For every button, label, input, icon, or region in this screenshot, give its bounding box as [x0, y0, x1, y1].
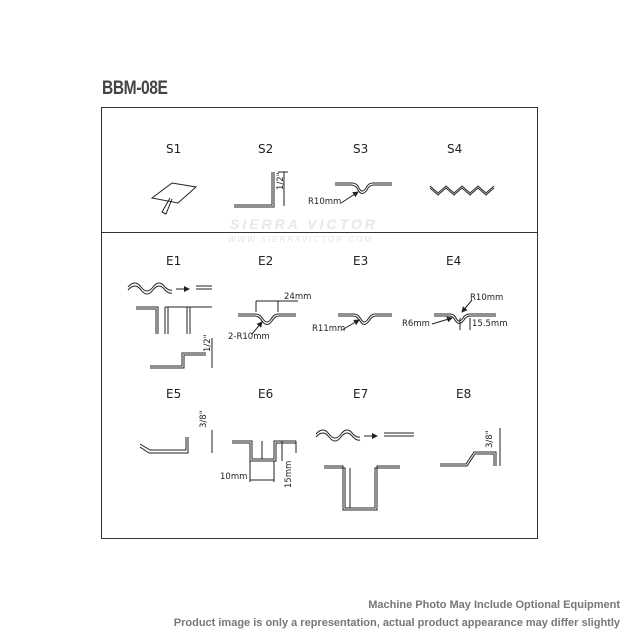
profile-s3: [335, 182, 392, 204]
dim-e6-width: 10mm: [220, 472, 248, 482]
profile-e8: [440, 428, 501, 467]
footer-disclaimer: Product image is only a representation, …: [173, 617, 620, 629]
model-title: BBM-08E: [102, 78, 168, 99]
section-divider: [101, 232, 538, 233]
profile-s2: [234, 171, 288, 208]
label-e3: E3: [353, 254, 369, 268]
label-e8: E8: [456, 387, 472, 401]
watermark-brand: SIERRA VICTOR: [230, 216, 378, 232]
dim-s2-height: 1/2": [276, 172, 286, 190]
dim-e5-height: 3/8": [199, 410, 209, 428]
dim-e4-radius: R10mm: [470, 293, 504, 303]
label-s2: S2: [258, 142, 274, 156]
label-s3: S3: [353, 142, 369, 156]
label-e7: E7: [353, 387, 369, 401]
label-e6: E6: [258, 387, 274, 401]
dim-e3-radius: R11mm: [312, 324, 346, 334]
footer-equipment-note: Machine Photo May Include Optional Equip…: [368, 599, 620, 611]
label-e5: E5: [166, 387, 182, 401]
dim-e2-width: 24mm: [284, 292, 312, 302]
profile-e3: [338, 313, 392, 331]
dim-e4-offset: 15.5mm: [472, 319, 508, 329]
dim-e1-height: 1/2": [203, 334, 213, 352]
dim-e4-left-radius: R6mm: [402, 319, 430, 329]
profile-e1: [127, 282, 213, 369]
label-s4: S4: [447, 142, 463, 156]
label-e1: E1: [166, 254, 182, 268]
profile-e4: [431, 299, 496, 330]
profile-diagram-panel: [101, 107, 538, 539]
dim-s3-radius: R10mm: [308, 197, 342, 207]
profile-s1: [150, 182, 198, 215]
dim-e2-radius: 2-R10mm: [228, 332, 270, 342]
profile-e2: [238, 300, 298, 335]
label-e4: E4: [446, 254, 462, 268]
profile-e7: [315, 429, 414, 511]
label-e2: E2: [258, 254, 274, 268]
profile-e6: [232, 440, 297, 482]
profile-e5: [139, 430, 213, 454]
dim-e8-height: 3/8": [485, 430, 495, 448]
label-s1: S1: [166, 142, 182, 156]
dim-e6-height: 15mm: [284, 460, 294, 488]
profile-s4: [429, 185, 495, 196]
watermark-url: WWW.SIERRAVICTOR.COM: [228, 235, 373, 244]
